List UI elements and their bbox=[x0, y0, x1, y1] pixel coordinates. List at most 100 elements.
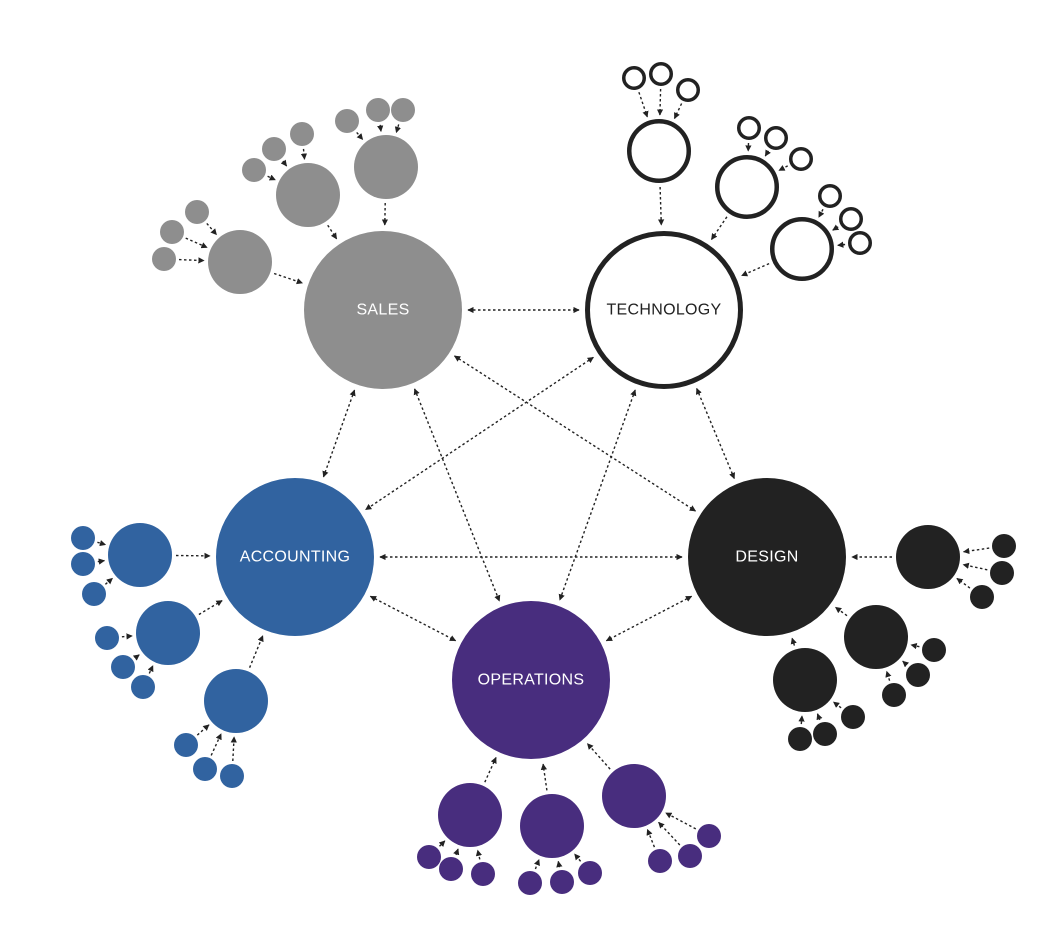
design-leaf-node-2-3[interactable] bbox=[882, 683, 906, 707]
operations-leaf-node-3-2[interactable] bbox=[678, 844, 702, 868]
link-design-satellite-3 bbox=[790, 637, 797, 646]
accounting-leaf-node-2-3[interactable] bbox=[131, 675, 155, 699]
operations-leaf-node-3-1[interactable] bbox=[648, 849, 672, 873]
link-accounting-satellite-3 bbox=[248, 635, 264, 668]
operations-leaf-node-1-1[interactable] bbox=[417, 845, 441, 869]
link-accounting-leaf-2-1 bbox=[121, 633, 133, 640]
design-leaf-node-1-1[interactable] bbox=[992, 534, 1016, 558]
operations-leaf-node-3-3[interactable] bbox=[697, 824, 721, 848]
link-accounting-leaf-2-3 bbox=[147, 665, 154, 674]
link-sales-leaf-2-2 bbox=[280, 159, 288, 167]
nodes-layer bbox=[71, 62, 1016, 895]
sales-leaf-node-3-3[interactable] bbox=[391, 98, 415, 122]
design-leaf-node-3-2[interactable] bbox=[813, 722, 837, 746]
link-technology-design bbox=[695, 387, 736, 480]
link-design-satellite-2 bbox=[834, 606, 848, 617]
hub-node-design[interactable] bbox=[688, 478, 846, 636]
technology-satellite-node-3[interactable] bbox=[770, 217, 834, 281]
hub-label-operations: OPERATIONS bbox=[478, 672, 585, 689]
technology-leaf-node-2-2[interactable] bbox=[764, 126, 788, 150]
accounting-leaf-node-2-1[interactable] bbox=[95, 626, 119, 650]
operations-leaf-node-1-3[interactable] bbox=[471, 862, 495, 886]
accounting-leaf-node-1-3[interactable] bbox=[82, 582, 106, 606]
sales-satellite-node-2[interactable] bbox=[276, 163, 340, 227]
sales-leaf-node-3-2[interactable] bbox=[366, 98, 390, 122]
link-accounting-leaf-1-2 bbox=[97, 558, 106, 565]
link-design-leaf-3-1 bbox=[798, 715, 805, 725]
sales-leaf-node-3-1[interactable] bbox=[335, 109, 359, 133]
link-operations-leaf-2-2 bbox=[556, 860, 563, 868]
design-satellite-node-1[interactable] bbox=[896, 525, 960, 589]
technology-leaf-node-2-1[interactable] bbox=[737, 116, 761, 140]
hub-node-technology[interactable] bbox=[585, 231, 743, 389]
hub-node-accounting[interactable] bbox=[216, 478, 374, 636]
sales-leaf-node-1-3[interactable] bbox=[185, 200, 209, 224]
link-accounting-leaf-1-1 bbox=[97, 540, 107, 547]
link-technology-leaf-1-2 bbox=[656, 88, 664, 116]
technology-leaf-node-3-2[interactable] bbox=[839, 207, 863, 231]
link-operations-satellite-2 bbox=[540, 763, 548, 791]
technology-leaf-node-3-1[interactable] bbox=[818, 184, 842, 208]
sales-leaf-node-1-2[interactable] bbox=[160, 220, 184, 244]
link-design-leaf-1-2 bbox=[962, 562, 988, 571]
operations-leaf-node-2-2[interactable] bbox=[550, 870, 574, 894]
sales-satellite-node-3[interactable] bbox=[354, 135, 418, 199]
accounting-leaf-node-1-2[interactable] bbox=[71, 552, 95, 576]
sales-leaf-node-2-2[interactable] bbox=[262, 137, 286, 161]
link-operations-leaf-2-1 bbox=[534, 859, 540, 870]
link-operations-satellite-1 bbox=[484, 756, 497, 783]
accounting-satellite-node-2[interactable] bbox=[136, 601, 200, 665]
operations-leaf-node-2-3[interactable] bbox=[578, 861, 602, 885]
sales-leaf-node-1-1[interactable] bbox=[152, 247, 176, 271]
design-leaf-node-1-2[interactable] bbox=[990, 561, 1014, 585]
hub-label-technology: TECHNOLOGY bbox=[606, 302, 721, 319]
link-sales-leaf-3-1 bbox=[356, 131, 364, 140]
link-technology-satellite-2 bbox=[710, 216, 728, 241]
operations-satellite-node-1[interactable] bbox=[438, 783, 502, 847]
accounting-leaf-node-1-1[interactable] bbox=[71, 526, 95, 550]
design-satellite-node-2[interactable] bbox=[844, 605, 908, 669]
design-leaf-node-1-3[interactable] bbox=[970, 585, 994, 609]
accounting-satellite-node-3[interactable] bbox=[204, 669, 268, 733]
technology-leaf-node-1-1[interactable] bbox=[622, 66, 646, 90]
link-operations-satellite-3 bbox=[586, 743, 611, 770]
link-accounting-leaf-2-2 bbox=[132, 654, 140, 661]
hub-label-accounting: ACCOUNTING bbox=[240, 549, 351, 566]
link-technology-leaf-3-2 bbox=[832, 224, 840, 231]
hub-node-operations[interactable] bbox=[452, 601, 610, 759]
accounting-leaf-node-3-1[interactable] bbox=[174, 733, 198, 757]
technology-satellite-node-1[interactable] bbox=[627, 119, 691, 183]
technology-leaf-node-3-3[interactable] bbox=[848, 231, 872, 255]
sales-leaf-node-2-1[interactable] bbox=[242, 158, 266, 182]
design-leaf-node-2-1[interactable] bbox=[922, 638, 946, 662]
sales-leaf-node-2-3[interactable] bbox=[290, 122, 314, 146]
design-leaf-node-2-2[interactable] bbox=[906, 663, 930, 687]
design-leaf-node-3-3[interactable] bbox=[841, 705, 865, 729]
accounting-leaf-node-2-2[interactable] bbox=[111, 655, 135, 679]
design-satellite-node-3[interactable] bbox=[773, 648, 837, 712]
link-sales-leaf-3-2 bbox=[377, 124, 384, 132]
accounting-leaf-node-3-3[interactable] bbox=[220, 764, 244, 788]
link-design-leaf-3-2 bbox=[816, 713, 823, 721]
technology-leaf-node-2-3[interactable] bbox=[789, 147, 813, 171]
link-technology-operations bbox=[558, 389, 637, 601]
accounting-leaf-node-3-2[interactable] bbox=[193, 757, 217, 781]
link-operations-leaf-1-2 bbox=[453, 848, 460, 856]
technology-leaf-node-1-2[interactable] bbox=[649, 62, 673, 86]
link-sales-leaf-1-1 bbox=[178, 257, 205, 264]
operations-satellite-node-3[interactable] bbox=[602, 764, 666, 828]
sales-satellite-node-1[interactable] bbox=[208, 230, 272, 294]
link-technology-leaf-2-3 bbox=[778, 164, 789, 172]
accounting-satellite-node-1[interactable] bbox=[108, 523, 172, 587]
technology-satellite-node-2[interactable] bbox=[715, 155, 779, 219]
operations-leaf-node-1-2[interactable] bbox=[439, 857, 463, 881]
link-operations-leaf-3-1 bbox=[646, 828, 656, 848]
operations-satellite-node-2[interactable] bbox=[520, 794, 584, 858]
design-leaf-node-3-1[interactable] bbox=[788, 727, 812, 751]
operations-leaf-node-2-1[interactable] bbox=[518, 871, 542, 895]
technology-leaf-node-1-3[interactable] bbox=[676, 78, 700, 102]
link-accounting-leaf-3-1 bbox=[196, 724, 210, 736]
hub-node-sales[interactable] bbox=[304, 231, 462, 389]
link-operations-leaf-3-3 bbox=[665, 812, 697, 830]
link-sales-leaf-1-2 bbox=[185, 237, 208, 249]
